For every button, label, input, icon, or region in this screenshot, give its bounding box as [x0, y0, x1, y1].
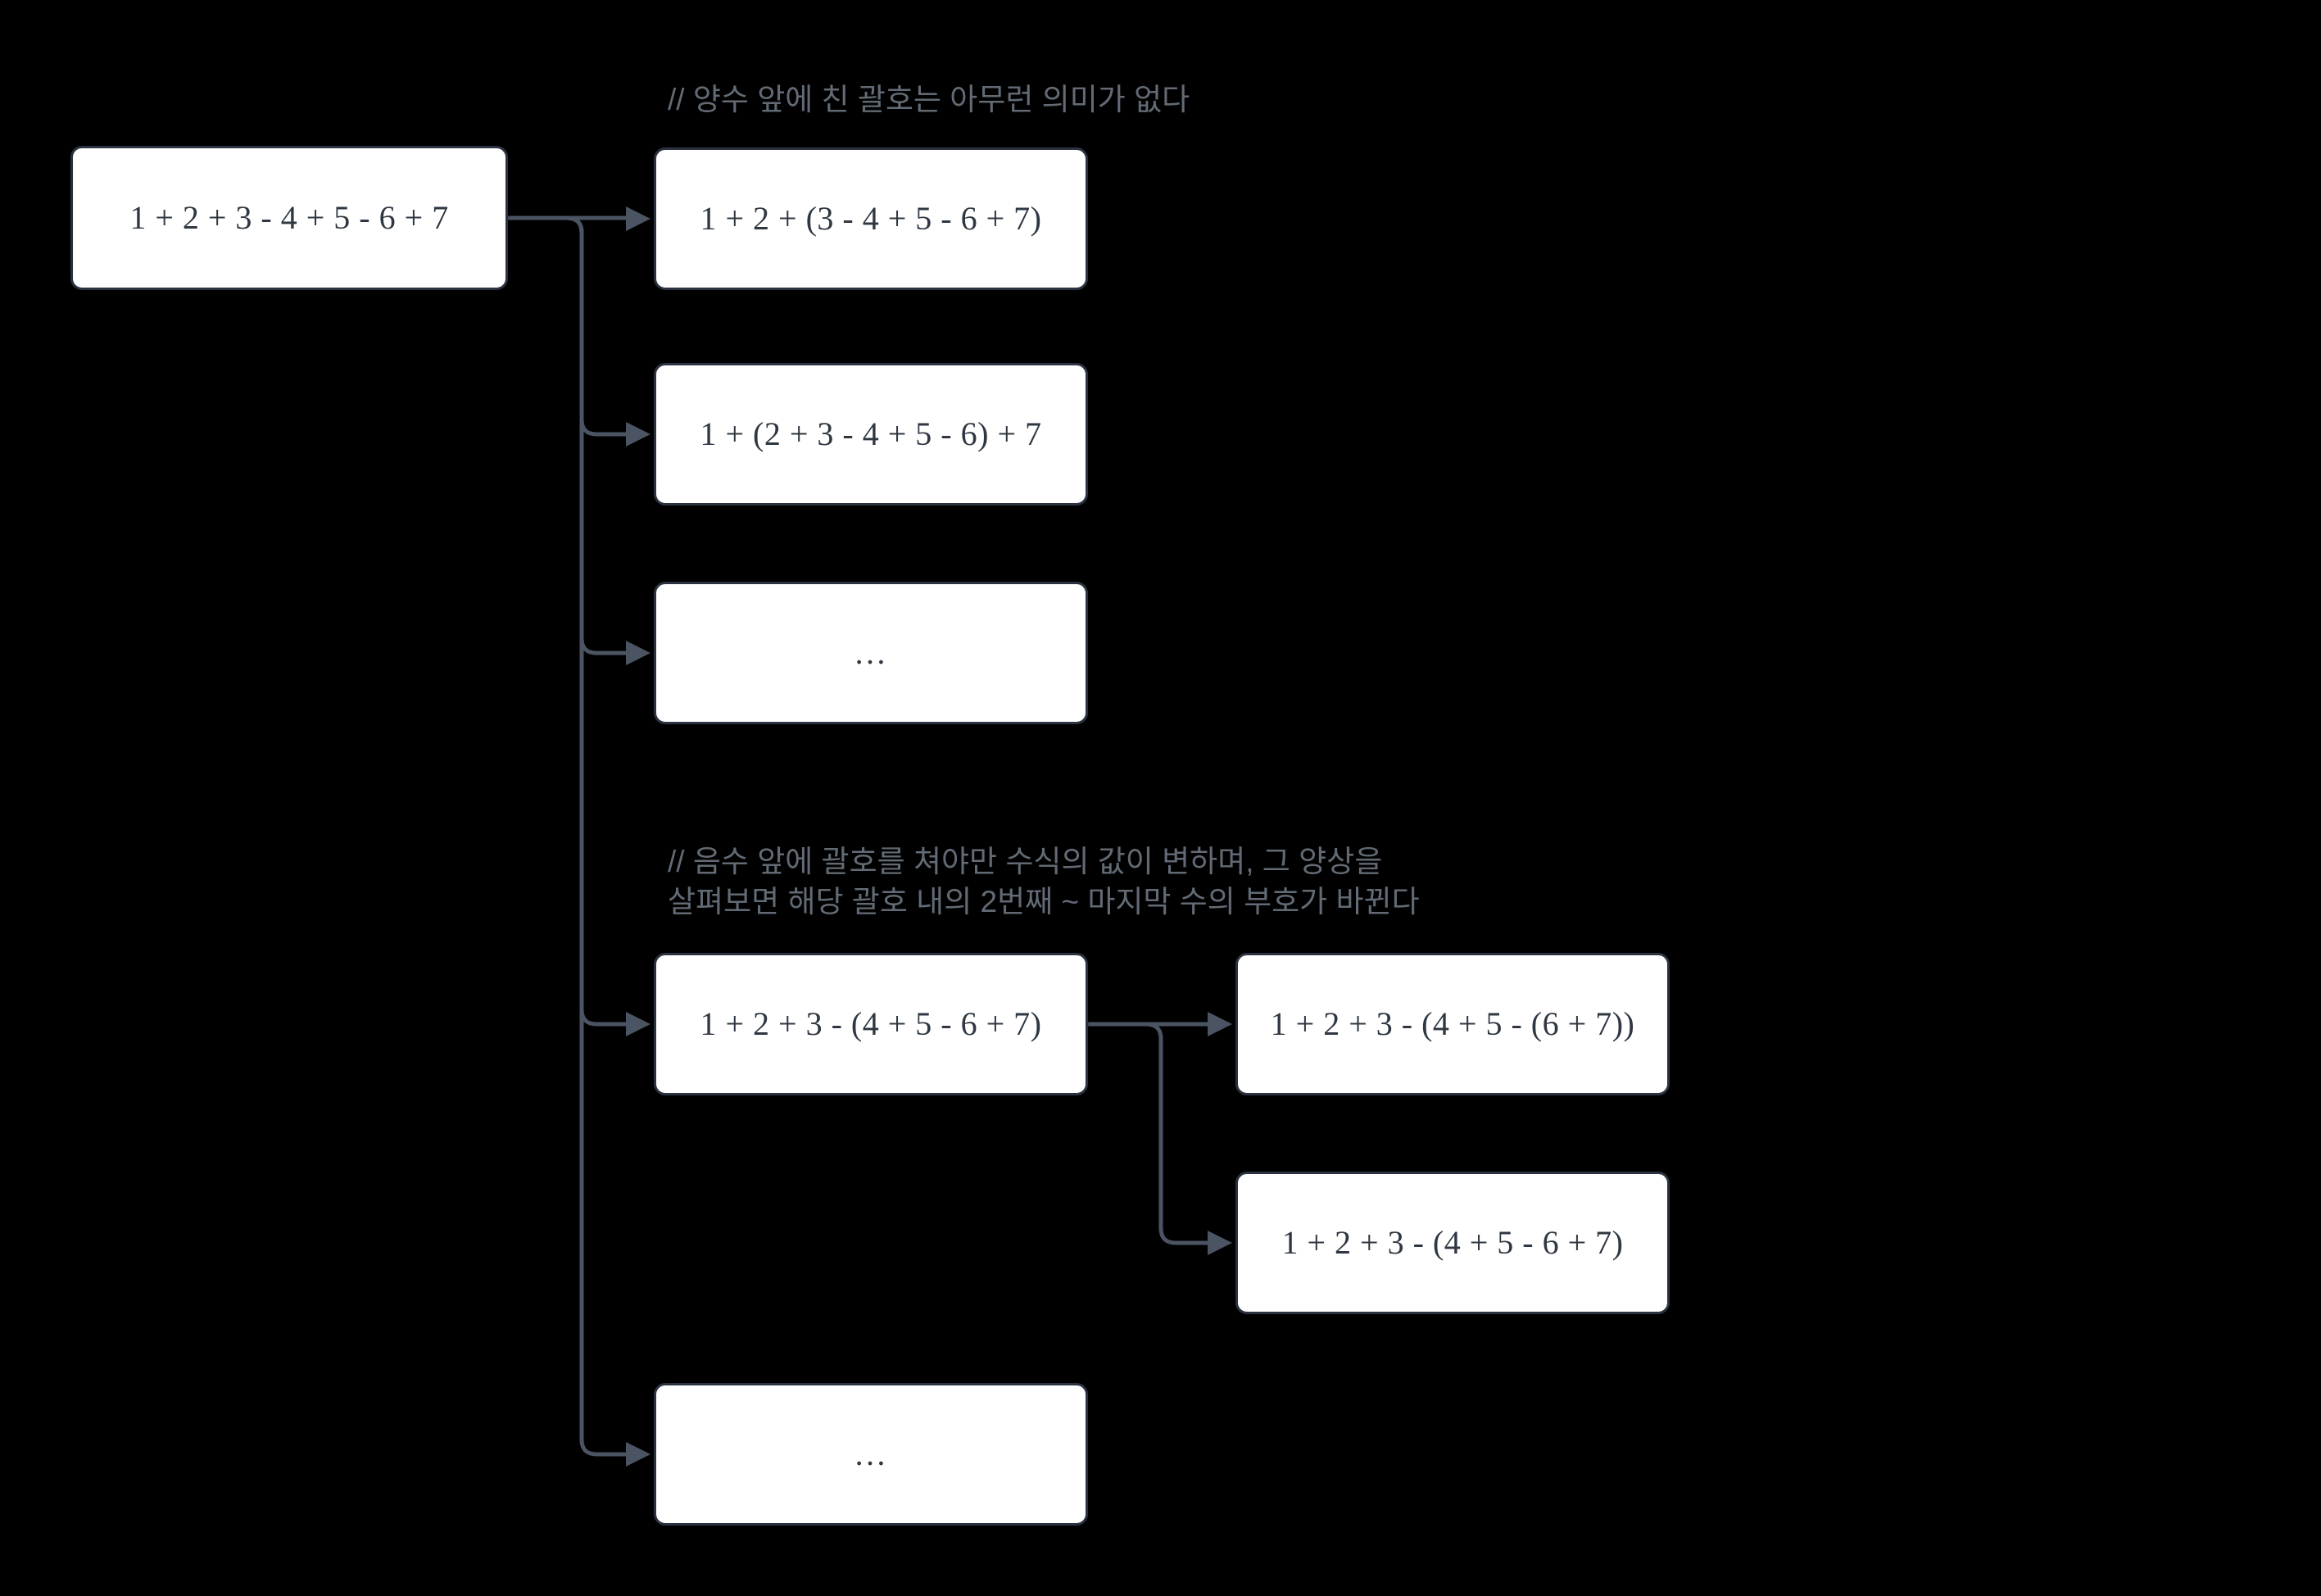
- node-label: …: [854, 1435, 888, 1472]
- node-nested-paren-6-7[interactable]: 1 + 2 + 3 - (4 + 5 - (6 + 7)): [1235, 953, 1670, 1095]
- edge-root-to-more-negative: [505, 215, 628, 1457]
- comment-positive: // 양수 앞에 친 괄호는 아무런 의미가 없다: [668, 83, 1190, 116]
- edge-root-to-paren-b-arrowhead: [626, 422, 651, 447]
- comment-negative: // 음수 앞에 괄호를 쳐야만 수식의 값이 변하며, 그 양상을 살펴보면 …: [668, 845, 1420, 918]
- edge-neg-to-nested-b-arrowhead: [1208, 1231, 1232, 1255]
- node-more-negative[interactable]: …: [654, 1383, 1088, 1526]
- edge-root-to-paren-neg-arrowhead: [626, 1012, 651, 1036]
- node-label: 1 + (2 + 3 - 4 + 5 - 6) + 7: [700, 415, 1042, 452]
- node-more-positive[interactable]: …: [654, 582, 1088, 724]
- node-paren-negative-4-to-7[interactable]: 1 + 2 + 3 - (4 + 5 - 6 + 7): [654, 953, 1088, 1095]
- node-label: …: [854, 634, 888, 671]
- edge-root-to-more-positive-arrowhead: [626, 641, 651, 665]
- edge-root-to-paren-a-arrowhead: [626, 206, 651, 231]
- edge-root-to-more-positive: [505, 215, 628, 655]
- node-label: 1 + 2 + 3 - (4 + 5 - 6 + 7): [1281, 1224, 1624, 1261]
- node-label: 1 + 2 + 3 - 4 + 5 - 6 + 7: [129, 199, 449, 236]
- edge-root-to-paren-b: [505, 215, 628, 437]
- node-label: 1 + 2 + (3 - 4 + 5 - 6 + 7): [700, 200, 1042, 237]
- node-paren-3-to-7[interactable]: 1 + 2 + (3 - 4 + 5 - 6 + 7): [654, 147, 1088, 290]
- node-label: 1 + 2 + 3 - (4 + 5 - (6 + 7)): [1270, 1005, 1635, 1042]
- node-flat-paren-4-to-7[interactable]: 1 + 2 + 3 - (4 + 5 - 6 + 7): [1235, 1172, 1670, 1314]
- edge-root-to-more-negative-arrowhead: [626, 1442, 651, 1467]
- edge-neg-to-nested-a-arrowhead: [1208, 1012, 1232, 1036]
- node-root-expression[interactable]: 1 + 2 + 3 - 4 + 5 - 6 + 7: [70, 146, 508, 290]
- node-paren-2-to-6[interactable]: 1 + (2 + 3 - 4 + 5 - 6) + 7: [654, 363, 1088, 506]
- node-label: 1 + 2 + 3 - (4 + 5 - 6 + 7): [700, 1005, 1042, 1042]
- edge-root-to-paren-neg: [505, 215, 628, 1027]
- edge-neg-to-nested-b: [1086, 1022, 1210, 1245]
